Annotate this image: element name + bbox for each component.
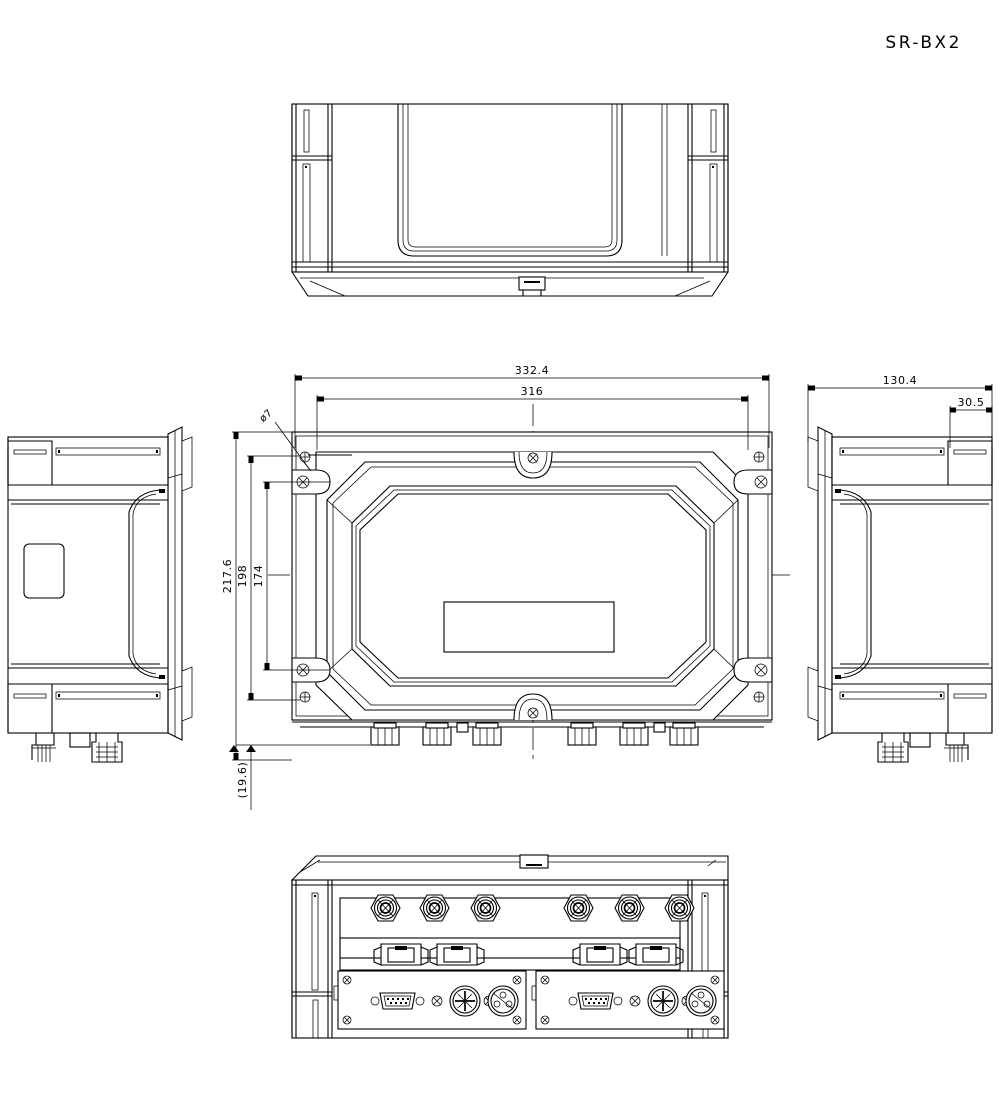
corner-screw-holes [299, 451, 765, 703]
cable-gland [370, 894, 401, 922]
connector-panel-right [531, 970, 725, 1030]
dim-gland-projection: (19.6) [229, 744, 370, 810]
bottom-view [290, 854, 729, 1039]
circular-connector-4way [449, 985, 481, 1017]
dim-130-4-text: 130.4 [883, 374, 918, 387]
dim-30-5-text: 30.5 [958, 396, 985, 409]
dim-332-4-text: 332.4 [515, 364, 550, 377]
left-side-view [7, 426, 193, 763]
label-plate [443, 601, 615, 653]
dim-174-text: 174 [252, 565, 265, 588]
rj45-port [572, 943, 628, 966]
front-view [268, 404, 790, 760]
circular-connector-multipin [487, 985, 519, 1017]
top-latch [518, 276, 546, 296]
dim-overall-width: 332.4 [294, 364, 770, 448]
left-view-bottom-fittings [31, 732, 123, 763]
db9-connector [370, 992, 425, 1010]
dim-hole-text: ø7 [258, 408, 275, 425]
dim-19-6-text: (19.6) [236, 762, 249, 799]
dim-198-text: 198 [236, 565, 249, 588]
dim-overall-height: 217.6 [221, 431, 292, 761]
dim-cover-depth: 30.5 [949, 396, 993, 448]
dimension-annotations: 332.4 316 ø7 [221, 364, 993, 810]
top-center-latch [513, 451, 553, 479]
cable-gland [664, 894, 695, 922]
cable-glands-bottom [370, 894, 695, 922]
right-side-view [807, 426, 993, 763]
dim-body-height: 174 [252, 481, 330, 671]
dim-217-6-text: 217.6 [221, 559, 234, 594]
circular-connector-4way [647, 985, 679, 1017]
drawing-title: SR-BX2 [885, 33, 962, 53]
cable-glands-front [370, 722, 699, 746]
dim-mount-height: 198 [236, 455, 300, 701]
bottom-center-latch [513, 693, 553, 721]
bottom-view-latch [519, 854, 549, 869]
rj45-port [429, 943, 485, 966]
rj45-port [628, 943, 684, 966]
dim-depth: 130.4 [807, 374, 993, 442]
rj45-connectors [373, 943, 684, 966]
rj45-port [373, 943, 429, 966]
cable-gland [419, 894, 450, 922]
dim-body-width: 316 [316, 385, 749, 450]
db9-connector [568, 992, 623, 1010]
dim-316-text: 316 [521, 385, 544, 398]
connector-panel-left [333, 970, 527, 1030]
circular-connector-multipin [685, 985, 717, 1017]
cable-gland [614, 894, 645, 922]
cable-gland [563, 894, 594, 922]
top-view [291, 103, 729, 297]
cable-gland [470, 894, 501, 922]
